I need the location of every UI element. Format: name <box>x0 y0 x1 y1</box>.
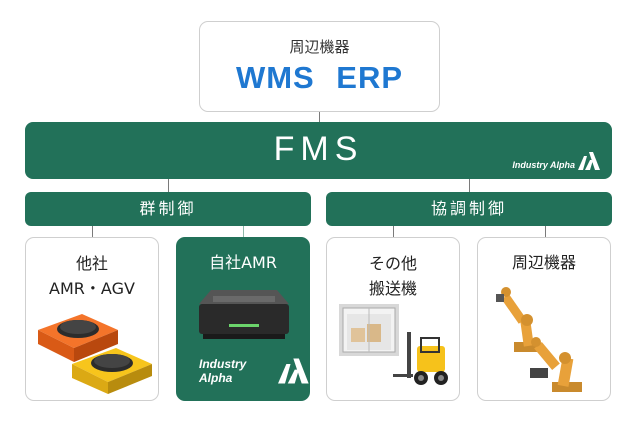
card-other-amr-agv-title-line: 他社 AMR・AGV <box>49 254 135 298</box>
group-control-bar: 群制御 <box>25 192 311 226</box>
fms-label: FMS <box>273 130 364 168</box>
robot-arms-illustration <box>496 287 582 392</box>
fms-bar: FMS Industry Alpha <box>25 122 612 179</box>
cooperative-control-label: 協調制御 <box>430 199 507 218</box>
card-own-amr: 自社AMR Industry Alpha <box>176 237 310 401</box>
connector-top-fms <box>319 112 320 122</box>
connector-group-left-card1 <box>92 226 93 237</box>
connector-group-right-card4 <box>545 226 546 237</box>
wms-erp-label: WMS ERP <box>235 60 404 95</box>
connector-fms-group-left <box>168 179 169 192</box>
elevator-forklift-illustration <box>339 304 448 385</box>
card-other-transport-title: その他 搬送機 <box>327 251 459 301</box>
peripheral-systems-label: 周辺機器 <box>289 38 350 56</box>
industry-alpha-text-large: Industry Alpha <box>199 357 247 385</box>
industry-alpha-logo: Industry Alpha <box>512 152 600 170</box>
card-other-amr-agv-title: 他社 AMR・AGV <box>26 251 158 301</box>
amr-robot-illustration <box>199 290 289 339</box>
card-peripheral-devices-title: 周辺機器 <box>511 253 576 272</box>
connector-group-right-card3 <box>393 226 394 237</box>
industry-alpha-icon-large <box>278 358 309 384</box>
industry-alpha-text: Industry Alpha <box>512 160 575 170</box>
connector-fms-group-right <box>469 179 470 192</box>
card-other-transport: その他 搬送機 <box>326 237 460 401</box>
card-own-amr-title: 自社AMR <box>209 253 277 272</box>
industry-alpha-logo-large: Industry Alpha <box>199 357 309 385</box>
cooperative-control-bar: 協調制御 <box>326 192 612 226</box>
card-peripheral-devices: 周辺機器 <box>477 237 611 401</box>
card-other-amr-agv: 他社 AMR・AGV <box>25 237 159 401</box>
agv-robots-illustration <box>38 314 152 394</box>
group-control-label: 群制御 <box>139 199 197 218</box>
card-other-transport-title-line: その他 搬送機 <box>368 254 417 298</box>
peripheral-systems-box: 周辺機器 WMS ERP <box>199 21 440 112</box>
industry-alpha-icon <box>578 152 600 170</box>
